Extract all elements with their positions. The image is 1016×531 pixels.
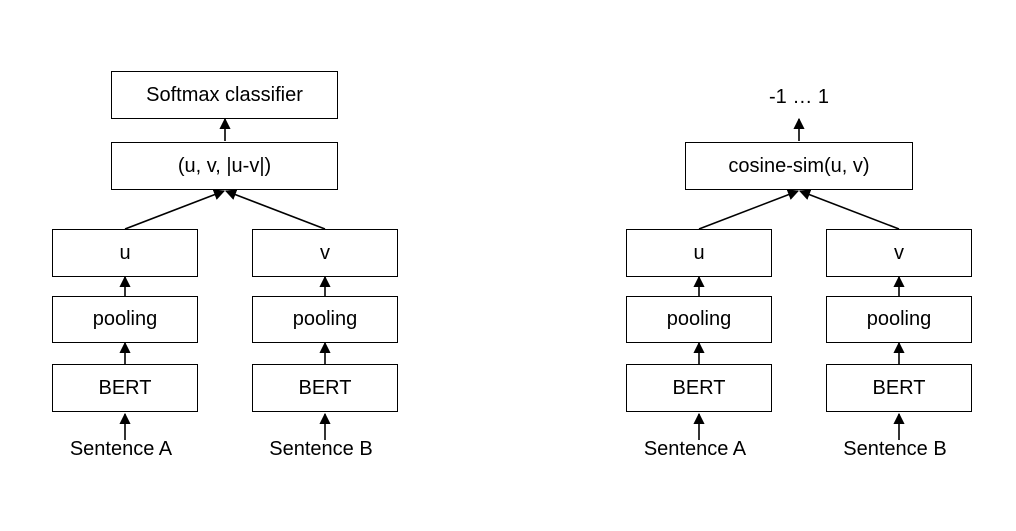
left-bert-a-box: BERT — [52, 364, 198, 412]
left-u-box: u — [52, 229, 198, 277]
right-pooling-b-box: pooling — [826, 296, 972, 343]
output-range-label: -1 … 1 — [768, 86, 830, 108]
right-v-box: v — [826, 229, 972, 277]
right-sentence-a-label: Sentence A — [643, 438, 747, 460]
arrow-left-v-to-concat — [224, 189, 326, 230]
left-sentence-a-label: Sentence A — [69, 438, 173, 460]
right-bert-b-box: BERT — [826, 364, 972, 412]
right-u-box: u — [626, 229, 772, 277]
right-pooling-a-box: pooling — [626, 296, 772, 343]
arrow-right-u-to-cosine — [698, 189, 800, 230]
right-sentence-b-label: Sentence B — [843, 438, 947, 460]
right-bert-a-box: BERT — [626, 364, 772, 412]
left-bert-b-box: BERT — [252, 364, 398, 412]
left-pooling-b-box: pooling — [252, 296, 398, 343]
left-v-box: v — [252, 229, 398, 277]
arrow-left-u-to-concat — [124, 189, 226, 230]
arrow-right-v-to-cosine — [798, 189, 900, 230]
softmax-classifier-box: Softmax classifier — [111, 71, 338, 119]
left-pooling-a-box: pooling — [52, 296, 198, 343]
concat-box: (u, v, |u-v|) — [111, 142, 338, 190]
cosine-sim-box: cosine-sim(u, v) — [685, 142, 913, 190]
left-sentence-b-label: Sentence B — [269, 438, 373, 460]
